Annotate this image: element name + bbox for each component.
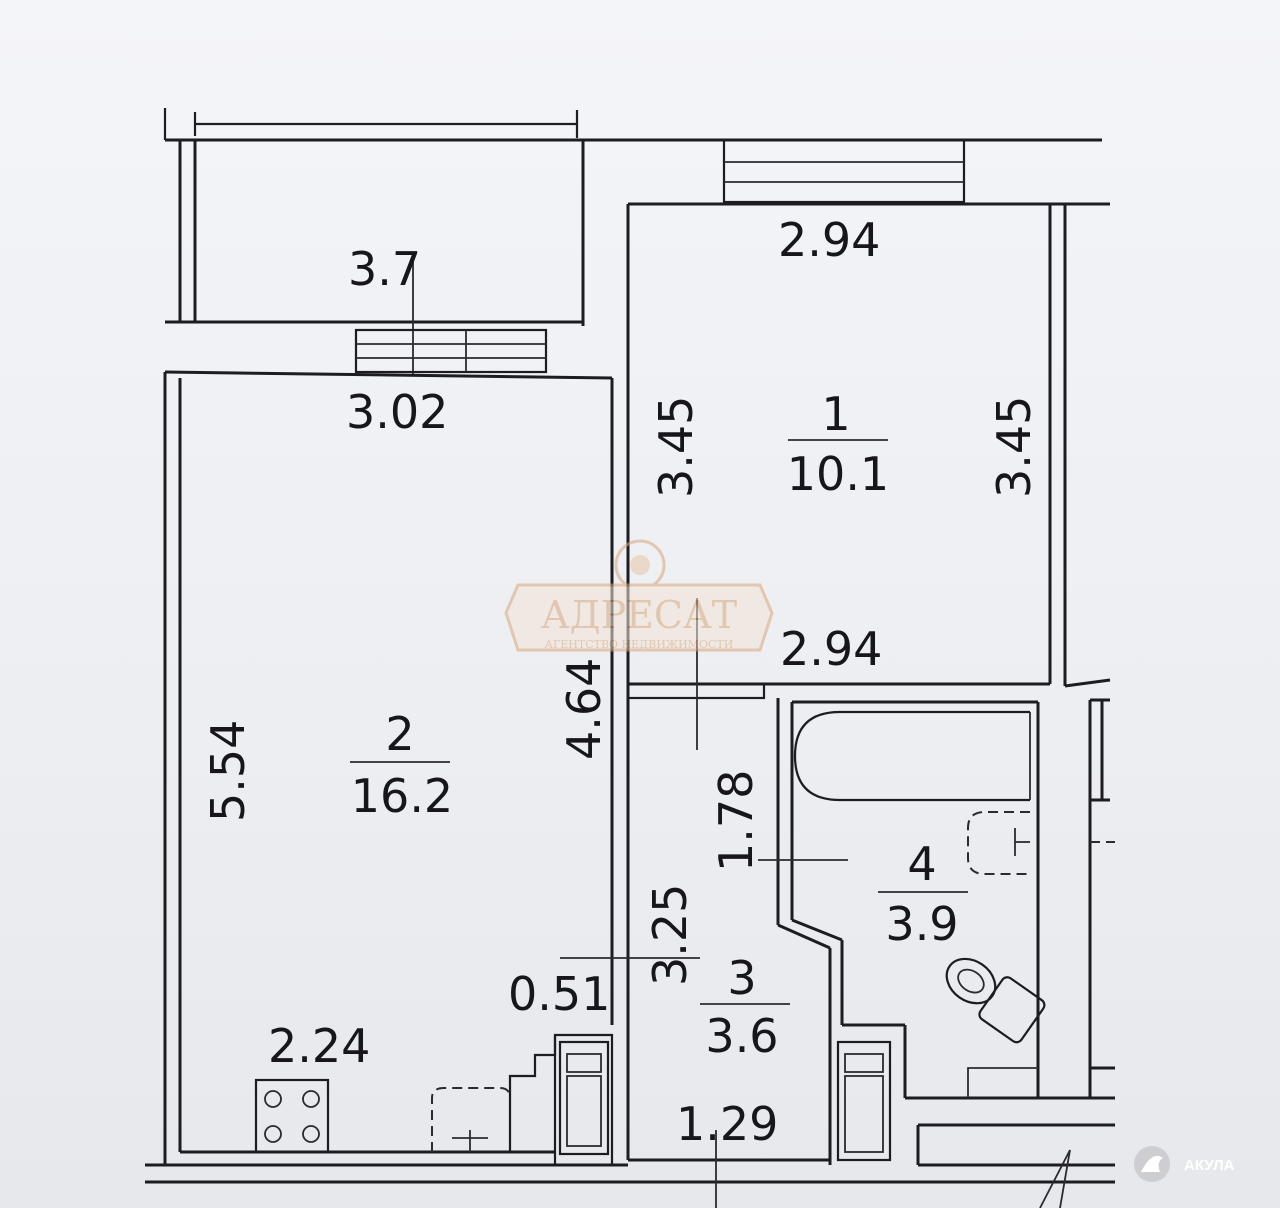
sink-icon (431, 1087, 511, 1152)
room-2-number: 2 (385, 707, 414, 761)
stove-icon (254, 1078, 330, 1154)
watermark-sub: АГЕНТСТВО НЕДВИЖИМОСТИ (545, 638, 734, 651)
dimension-lines (560, 598, 1071, 1208)
toilet-icon (945, 957, 1046, 1044)
window-room1 (722, 138, 966, 204)
window-room2 (354, 328, 548, 374)
brand-name: АКУЛА (1184, 1157, 1235, 1174)
dim-entrance: 1.29 (676, 1097, 778, 1151)
room-1-number: 1 (821, 387, 850, 441)
shark-icon (1141, 1155, 1163, 1172)
dim-niche: 0.51 (508, 967, 610, 1021)
room-4-number: 4 (907, 837, 936, 891)
dim-room2-inner: 4.64 (557, 658, 611, 760)
dim-room2-left: 5.54 (201, 720, 255, 822)
watermark-name: АДРЕСАТ (541, 593, 737, 637)
balcony (163, 108, 1102, 374)
dim-room2-top: 3.02 (346, 385, 448, 439)
radiator-icon (558, 1040, 610, 1156)
room-2-area: 16.2 (351, 769, 453, 823)
room-3-number: 3 (727, 951, 756, 1005)
dim-corridor-len: 3.25 (643, 884, 697, 986)
dim-room1-top: 2.94 (778, 213, 880, 267)
room-3-area: 3.6 (705, 1009, 778, 1063)
room-4-area: 3.9 (885, 897, 958, 951)
brand-badge: АКУЛА (1134, 1146, 1235, 1182)
inner-partitions (626, 682, 1115, 1167)
watermark-logo: АДРЕСАТ АГЕНТСТВО НЕДВИЖИМОСТИ (504, 539, 774, 652)
room-1-area: 10.1 (787, 447, 889, 501)
kitchen-shafts (508, 1033, 614, 1165)
dim-room1-bottom: 2.94 (780, 622, 882, 676)
dim-corridor-wall: 1.78 (709, 770, 763, 872)
room-2-walls (145, 370, 1115, 1184)
dim-room1-left: 3.45 (649, 396, 703, 498)
dim-room1-right: 3.45 (987, 396, 1041, 498)
dim-balcony-width: 3.7 (348, 242, 421, 296)
radiator-icon-2 (836, 1040, 892, 1162)
dim-neighbor-partial: 3.45 (1068, 407, 1114, 496)
dim-kitchen: 2.24 (268, 1019, 370, 1073)
washbasin-icon (967, 811, 1115, 875)
bathtub-icon (793, 710, 1030, 802)
toilet-wall-icon (967, 1067, 1038, 1098)
